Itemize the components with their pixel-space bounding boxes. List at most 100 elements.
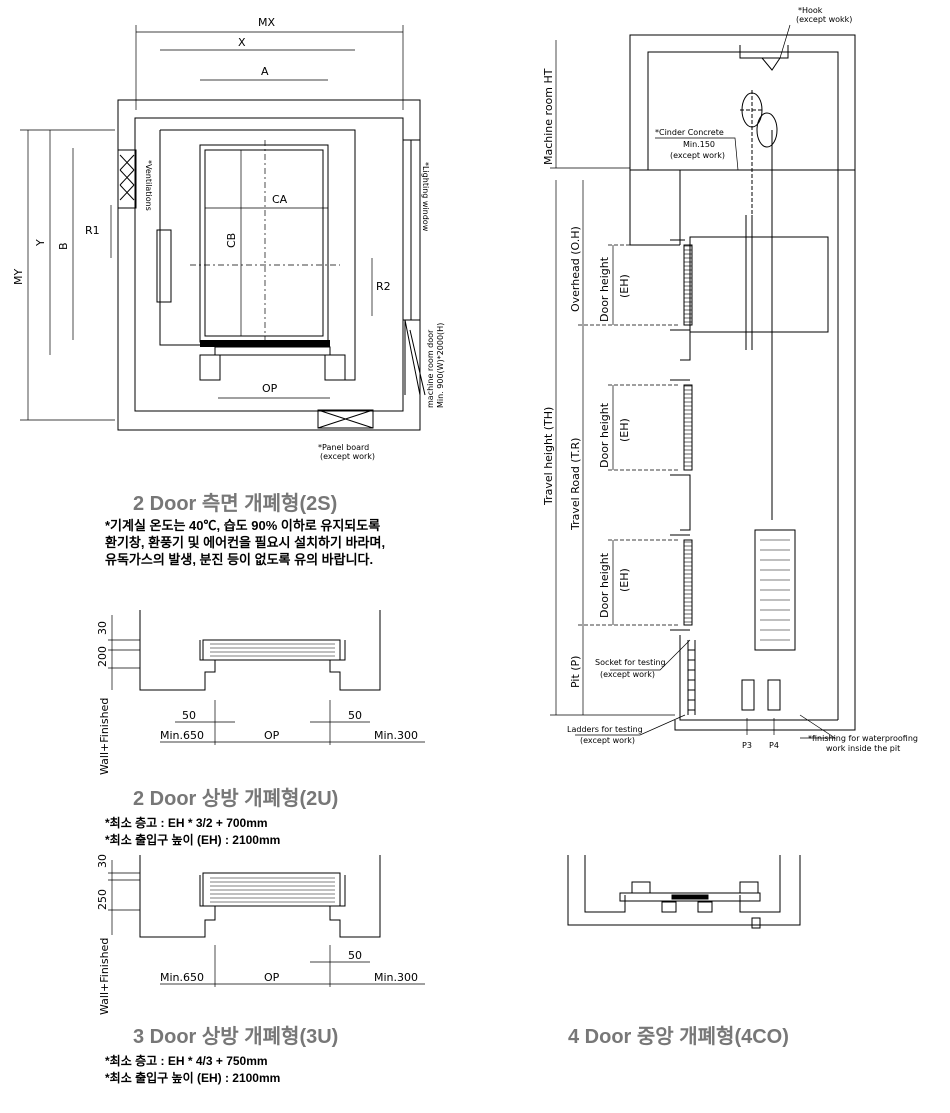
dim-3u-min650: Min.650 [160,971,204,984]
ventilation-box [117,149,137,209]
machine-room-door-size: Min. 900(W)*2000(H) [436,323,445,408]
door-height-top: Door height [598,256,611,322]
cinder-label: *Cinder Concrete [655,128,724,137]
lighting-window-label: *Lighting window [421,162,430,232]
fan-icon [119,154,135,201]
dim-2u-50-left: 50 [182,709,196,722]
dim-cb: CB [225,233,238,248]
door-height-mid: Door height [598,402,611,468]
door-jamb-left [199,354,221,381]
plan-3u [108,855,425,987]
socket-note: (except work) [600,670,655,679]
dim-y: Y [34,239,47,247]
machine-room-door-label: machine room door [426,329,435,408]
eh-mid: (EH) [618,418,631,442]
caption-2u: 2 Door 상방 개폐형(2U) [133,788,339,810]
dim-2u-200: 200 [96,646,109,667]
car-outline [199,144,329,343]
buffer-p3 [741,679,755,711]
ladders-note: (except work) [580,736,635,745]
hook-note: (except wokk) [796,15,852,24]
shaft-outline [629,169,856,731]
landing-door-low [683,539,693,626]
plan-4co [567,855,801,929]
dim-x: X [238,36,246,49]
note-2s-2: 환기창, 환풍기 및 에어컨을 필요시 설치하기 바라며, [105,535,386,550]
dim-op: OP [262,382,278,395]
hook-label: *Hook [798,6,823,15]
note-2u-2: *최소 출입구 높이 (EH) : 2100mm [105,833,281,847]
dim-3u-250: 250 [96,889,109,910]
caption-4co: 4 Door 중앙 개폐형(4CO) [568,1026,789,1048]
section-view [550,24,856,739]
dim-r2: R2 [376,280,391,293]
dim-b: B [57,242,70,250]
overhead-label: Overhead (O.H) [569,226,582,312]
caption-3u: 3 Door 상방 개폐형(3U) [133,1026,339,1048]
machine-room-door-swing [404,319,426,396]
dim-2u-min650: Min.650 [160,729,204,742]
counterweight-section [754,529,796,651]
note-3u-2: *최소 출입구 높이 (EH) : 2100mm [105,1071,281,1085]
panel-board-label: *Panel board [318,443,369,452]
dim-2u-op: OP [264,729,280,742]
p3-label: P3 [742,741,752,750]
note-2u-1: *최소 층고 : EH * 3/2 + 700mm [105,816,268,830]
landing-sill [214,346,331,356]
socket-label: Socket for testing [595,658,666,667]
panel-board-note: (except work) [320,452,375,461]
car-door-sill [200,340,330,347]
dim-3u-wall: Wall+Finished [98,938,111,1015]
finishing-label: *finishing for waterproofing [808,734,918,743]
eh-top: (EH) [618,274,631,298]
dim-3u-30: 30 [96,854,109,868]
finishing-note: work inside the pit [826,744,900,753]
dim-r1: R1 [85,224,100,237]
door-height-low: Door height [598,552,611,618]
door-panel-2u [202,639,341,661]
plan-2u [108,610,425,745]
note-2s-1: *기계실 온도는 40℃, 습도 90% 이하로 유지되도록 [105,518,381,533]
dim-2u-30: 30 [96,621,109,635]
dim-2u-50-right: 50 [348,709,362,722]
door-panel-3u [202,872,341,907]
dim-ca: CA [272,193,288,206]
door-panel-4co [619,892,761,902]
machine-room-ht-label: Machine room HT [542,68,555,165]
dim-3u-50: 50 [348,949,362,962]
dim-a: A [261,65,269,78]
dim-3u-op: OP [264,971,280,984]
panel-board [317,409,374,429]
note-3u-1: *최소 층고 : EH * 4/3 + 750mm [105,1054,268,1068]
ladder-icon [687,640,696,715]
travel-height-label: Travel height (TH) [542,407,555,506]
ladders-label: Ladders for testing [567,725,643,734]
landing-door-mid [683,384,693,471]
machine-room-inner-wall [134,117,404,412]
cinder-min: Min.150 [683,140,715,149]
counterweight [156,229,172,303]
buffer-p4 [767,679,781,711]
dim-2u-wall: Wall+Finished [98,698,111,775]
pit-label: Pit (P) [569,656,582,688]
p4-label: P4 [769,741,779,750]
car-section [689,236,829,333]
dim-3u-min300: Min.300 [374,971,418,984]
dim-my: MY [12,269,25,285]
caption-2s: 2 Door 측면 개폐형(2S) [133,493,338,515]
landing-door-top [683,244,693,326]
note-2s-3: 유독가스의 발생, 분진 등이 없도록 유의 바랍니다. [105,552,374,567]
travel-road-label: Travel Road (T.R) [569,438,582,531]
dim-2u-min300: Min.300 [374,729,418,742]
eh-low: (EH) [618,568,631,592]
door-jamb-right [324,354,346,381]
hook-icon [739,45,789,71]
ventilations-label: *Ventilations [144,160,153,211]
car-inner [204,149,324,337]
dim-mx: MX [258,16,275,29]
deflector-sheave [756,112,778,148]
cinder-note: (except work) [670,151,725,160]
plan-2s [20,25,426,431]
